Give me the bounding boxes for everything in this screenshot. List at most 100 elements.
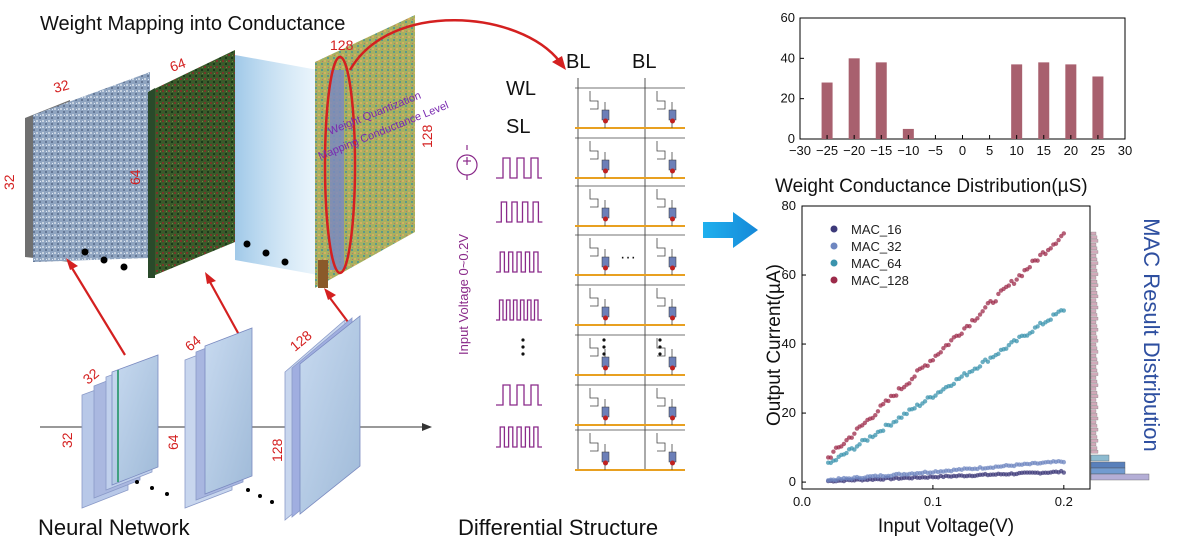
- distribution-bin: [1090, 427, 1099, 432]
- scatter-point: [886, 398, 891, 404]
- histogram-xtick-label: 20: [1064, 143, 1078, 158]
- scatter-ytick-label: 40: [782, 336, 796, 351]
- scatter-ytick-label: 80: [782, 198, 796, 213]
- distribution-bin: [1090, 242, 1097, 247]
- series-mac-64: [825, 308, 1067, 466]
- histogram-bar: [1038, 62, 1050, 139]
- distribution-bin: [1090, 268, 1098, 273]
- scatter-point: [980, 309, 985, 314]
- scatter-point: [1006, 283, 1012, 288]
- scatter-point: [959, 331, 964, 336]
- scatter-point: [1048, 317, 1053, 322]
- distribution-bin: [1090, 302, 1098, 306]
- scatter-point: [865, 438, 870, 443]
- scatter-point: [941, 345, 946, 351]
- scatter-point: [841, 441, 847, 447]
- scatter-xtick-label: 0.2: [1055, 494, 1073, 509]
- scatter-point: [1061, 470, 1067, 475]
- histogram-xtick-label: −10: [897, 143, 919, 158]
- scatter-point: [1014, 277, 1019, 282]
- scatter-point: [1006, 343, 1012, 348]
- scatter-point: [1061, 308, 1067, 313]
- distribution-bin: [1090, 390, 1098, 395]
- distribution-bin: [1090, 439, 1099, 443]
- distribution-bin: [1090, 413, 1098, 417]
- left-panel: Weight Mapping into Conductance 32 32 64…: [1, 13, 450, 540]
- distribution-bin: [1090, 424, 1098, 428]
- feature-map-128-height-label: 128: [419, 124, 435, 148]
- memory-cell: [589, 189, 610, 226]
- scatter-xtick-label: 0.1: [924, 494, 942, 509]
- input-voltage-label: Input Voltage 0~0.2V: [456, 234, 471, 355]
- scatter-point: [959, 374, 964, 379]
- voltage-source-icon: [456, 145, 478, 180]
- scatter-point: [1061, 231, 1067, 236]
- memory-cell: [656, 433, 677, 470]
- distribution-bin: [1090, 357, 1098, 361]
- distribution-bin: [1090, 328, 1099, 332]
- memory-cell: [589, 388, 610, 425]
- scatter-point: [1048, 246, 1053, 251]
- histogram-bar: [1065, 64, 1077, 139]
- middle-panel: BL BL WL SL ··· Input Voltage 0~0.2V Dif…: [456, 51, 685, 540]
- scatter-point: [938, 350, 943, 355]
- distribution-bin: [1090, 353, 1097, 358]
- distribution-bin: [1090, 298, 1097, 302]
- scatter-point: [849, 435, 854, 440]
- ellipsis-dots: [521, 338, 662, 356]
- memory-cell: [656, 141, 677, 178]
- distribution-bin: [1090, 231, 1097, 236]
- distribution-bin: [1090, 261, 1099, 265]
- scatter-point: [996, 291, 1001, 297]
- distribution-bin: [1090, 442, 1097, 447]
- input-pulse-train: [496, 157, 542, 179]
- scatter-point: [1043, 251, 1048, 257]
- distribution-bin: [1090, 335, 1098, 339]
- distribution-bin: [1090, 257, 1098, 262]
- histogram-ytick-label: 60: [781, 10, 795, 25]
- scatter-point: [949, 338, 954, 343]
- left-caption: Neural Network: [38, 515, 191, 540]
- feature-map-64-label: 64: [168, 54, 188, 74]
- distribution-bin: [1090, 420, 1097, 424]
- scatter-point: [904, 411, 909, 417]
- distribution-bin: [1090, 379, 1098, 384]
- scatter-point: [1035, 258, 1040, 263]
- ellipsis-dots: [81, 240, 289, 271]
- scatter-point: [912, 406, 917, 411]
- scatter-point: [1030, 329, 1035, 335]
- conv-layer-128: [284, 315, 361, 521]
- distribution-bin: [1090, 346, 1098, 350]
- scatter-point: [983, 305, 988, 310]
- input-pulse-train: [496, 299, 542, 321]
- bl-label-2: BL: [632, 51, 656, 73]
- histogram-xtick-label: 0: [959, 143, 966, 158]
- scatter-point: [833, 457, 839, 463]
- histogram-xtick-label: 10: [1009, 143, 1023, 158]
- distribution-bin: [1090, 324, 1098, 328]
- left-title: Weight Mapping into Conductance: [40, 13, 345, 35]
- scatter-point: [844, 450, 849, 456]
- distribution-bin: [1090, 272, 1099, 276]
- legend-label: MAC_16: [851, 222, 902, 237]
- distribution-bin: [1090, 365, 1097, 369]
- middle-caption: Differential Structure: [458, 515, 658, 540]
- histogram-ytick-label: 0: [788, 131, 795, 146]
- distribution-bin: [1090, 383, 1099, 387]
- distribution-bin: [1090, 376, 1097, 380]
- legend-marker: [830, 225, 838, 233]
- scatter-point: [873, 432, 878, 438]
- conv-layer-64: [184, 327, 253, 509]
- distribution-bin: [1090, 305, 1099, 310]
- histogram-xtick-label: 15: [1037, 143, 1051, 158]
- scatter-point: [1059, 233, 1064, 239]
- ellipsis-dots: [135, 480, 274, 504]
- scatter-point: [985, 359, 991, 364]
- histogram-xtick-label: −30: [789, 143, 811, 158]
- memory-cell: [656, 91, 677, 128]
- distribution-bin: [1090, 279, 1098, 284]
- memory-cell: [656, 338, 677, 375]
